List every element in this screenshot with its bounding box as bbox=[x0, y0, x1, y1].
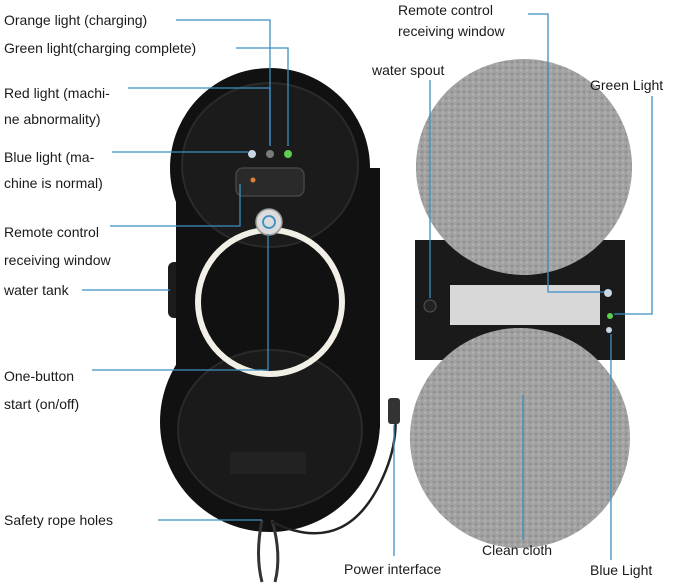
label-green-light-right: Green Light bbox=[590, 77, 664, 93]
power-plug bbox=[388, 398, 400, 424]
green-led bbox=[284, 150, 292, 158]
label-orange-light: Orange light (charging) bbox=[4, 12, 148, 28]
label-remote-window-right: Remote control receiving window bbox=[398, 0, 505, 42]
label-power-interface: Power interface bbox=[344, 561, 442, 577]
label-water-tank: water tank bbox=[4, 282, 69, 298]
power-button bbox=[255, 208, 283, 236]
label-blue-light-line2: chine is normal) bbox=[4, 175, 103, 191]
orange-led bbox=[250, 177, 256, 183]
label-water-spout: water spout bbox=[372, 62, 445, 78]
blue-led bbox=[248, 150, 256, 158]
clean-cloth-upper bbox=[416, 59, 632, 275]
label-remote-window-right-line2: receiving window bbox=[398, 23, 505, 39]
label-remote-window-left-line2: receiving window bbox=[4, 252, 111, 268]
power-icon bbox=[262, 215, 276, 229]
label-blue-light-line1: Blue light (ma- bbox=[4, 149, 95, 165]
label-red-light: Red light (machi- ne abnormality) bbox=[4, 80, 110, 132]
label-one-button-line1: One-button bbox=[4, 368, 75, 384]
remote-control-window bbox=[235, 167, 305, 197]
label-red-light-line1: Red light (machi- bbox=[4, 85, 110, 101]
robot-bottom-view bbox=[410, 59, 632, 548]
label-red-light-line2: ne abnormality) bbox=[4, 111, 101, 127]
leader-lines bbox=[82, 13, 653, 560]
remote-window-right bbox=[604, 289, 612, 297]
label-green-light-complete: Green light(charging complete) bbox=[4, 40, 197, 56]
lower-face bbox=[177, 349, 363, 511]
bottom-panel bbox=[450, 285, 600, 325]
red-led bbox=[266, 150, 274, 158]
label-safety-rope: Safety rope holes bbox=[4, 512, 113, 528]
label-remote-window-left: Remote control receiving window bbox=[4, 218, 111, 274]
rating-plate bbox=[230, 452, 306, 474]
label-remote-window-right-line1: Remote control bbox=[398, 2, 493, 18]
label-blue-light-normal: Blue light (ma- chine is normal) bbox=[4, 144, 103, 196]
clean-cloth-lower bbox=[410, 328, 630, 548]
label-blue-light-right: Blue Light bbox=[590, 562, 653, 578]
safety-rope bbox=[257, 519, 264, 583]
label-clean-cloth: Clean cloth bbox=[482, 542, 553, 558]
label-one-button-line2: start (on/off) bbox=[4, 396, 80, 412]
blue-light-right bbox=[606, 327, 612, 333]
green-light-right bbox=[607, 313, 613, 319]
label-one-button: One-button start (on/off) bbox=[4, 362, 79, 418]
safety-rope-2 bbox=[270, 519, 280, 583]
water-spout bbox=[423, 299, 437, 313]
label-remote-window-left-line1: Remote control bbox=[4, 224, 99, 240]
power-cable bbox=[271, 409, 397, 535]
robot-front-view bbox=[160, 68, 400, 583]
